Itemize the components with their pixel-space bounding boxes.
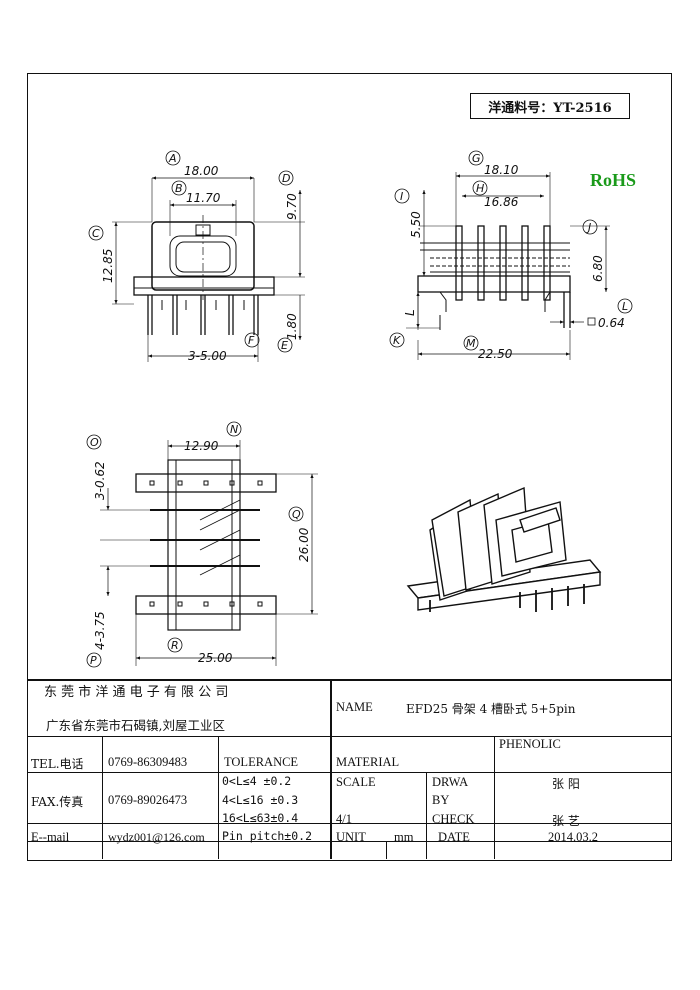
dim-i: 5.50 — [409, 211, 423, 238]
callout-m: M — [466, 337, 476, 350]
callout-e: E — [281, 339, 288, 352]
callout-a: A — [168, 152, 177, 165]
fax-value: 0769-89026473 — [108, 793, 188, 807]
callout-f: F — [248, 334, 255, 347]
date-value: 2014.03.2 — [548, 830, 598, 844]
unit-label: UNIT — [336, 830, 366, 844]
dim-e: 1.80 — [285, 313, 299, 340]
scale-value: 4/1 — [336, 812, 352, 826]
email-value: wydz001@126.com — [108, 830, 205, 844]
rohs-mark: RoHS — [590, 170, 637, 190]
callout-i: I — [400, 190, 403, 203]
dim-l: 0.64 — [598, 316, 625, 330]
material-label: MATERIAL — [336, 755, 400, 769]
drawn-by-label-1: DRWA — [432, 775, 469, 789]
check-label: CHECK — [432, 812, 475, 826]
callout-d: D — [282, 172, 290, 185]
tel-label: TEL.电话 — [31, 757, 84, 771]
technical-drawing: 18.00 11.70 12.85 9.70 1.80 3-5.00 18.10… — [86, 150, 633, 668]
title-block: 东 莞 市 洋 通 电 子 有 限 公 司 广东省东莞市石碣镇,刘屋工业区 NA… — [28, 679, 671, 860]
front-view — [112, 176, 305, 362]
callout-j: J — [586, 221, 591, 234]
material-value: PHENOLIC — [499, 737, 561, 751]
callout-g: G — [472, 152, 481, 165]
callout-n: N — [230, 423, 238, 436]
dim-f: 3-5.00 — [188, 349, 227, 363]
date-label: DATE — [438, 830, 470, 844]
fax-label: FAX.传真 — [31, 795, 84, 809]
dim-b: 11.70 — [186, 191, 221, 205]
dim-c: 12.85 — [101, 249, 115, 283]
part-number-box: 洋通料号：YT-2516 — [470, 93, 630, 119]
side-view — [406, 172, 610, 360]
tolerance-4: Pin pitch±0.2 — [222, 829, 313, 843]
check-value: 张 艺 — [552, 814, 580, 828]
callout-o: O — [90, 436, 99, 449]
callout-q: Q — [292, 508, 301, 521]
callout-l: L — [622, 300, 628, 313]
dim-o: 3-0.62 — [93, 461, 107, 500]
tel-value: 0769-86309483 — [108, 755, 188, 769]
name-label: NAME — [336, 700, 373, 714]
dim-h: 16.86 — [484, 195, 519, 209]
dim-q: 26.00 — [297, 527, 311, 562]
name-value: EFD25 骨架 4 槽卧式 5+5pin — [406, 702, 576, 716]
isometric-view — [406, 486, 602, 612]
tolerance-label: TOLERANCE — [224, 755, 299, 769]
drawn-by-label-2: BY — [432, 793, 450, 807]
callout-r: R — [171, 639, 179, 652]
dim-m: 22.50 — [478, 347, 513, 361]
dim-g: 18.10 — [484, 163, 519, 177]
dim-p: 4-3.75 — [93, 611, 107, 650]
tolerance-2: 4<L≤16 ±0.3 — [222, 793, 299, 807]
callout-k: K — [393, 334, 401, 347]
bottom-view — [100, 440, 318, 666]
dim-k: L — [403, 309, 417, 316]
email-label: E--mail — [31, 830, 70, 844]
callout-p: P — [90, 654, 97, 667]
company-address: 广东省东莞市石碣镇,刘屋工业区 — [46, 718, 225, 733]
callout-h: H — [476, 182, 484, 195]
dim-a: 18.00 — [184, 164, 219, 178]
unit-value: mm — [394, 830, 414, 844]
dim-j: 6.80 — [591, 255, 605, 282]
drawing-sheet-border — [27, 73, 672, 861]
tolerance-1: 0<L≤4 ±0.2 — [222, 774, 292, 788]
callout-b: B — [175, 182, 183, 195]
dim-r: 25.00 — [198, 651, 233, 665]
callout-c: C — [92, 227, 100, 240]
tolerance-3: 16<L≤63±0.4 — [222, 811, 299, 825]
dim-n: 12.90 — [184, 439, 219, 453]
drawn-by-value: 张 阳 — [552, 777, 580, 791]
callout-circles — [86, 150, 633, 668]
dim-d: 9.70 — [285, 193, 299, 220]
company-name: 东 莞 市 洋 通 电 子 有 限 公 司 — [44, 685, 229, 700]
scale-label: SCALE — [336, 775, 376, 789]
